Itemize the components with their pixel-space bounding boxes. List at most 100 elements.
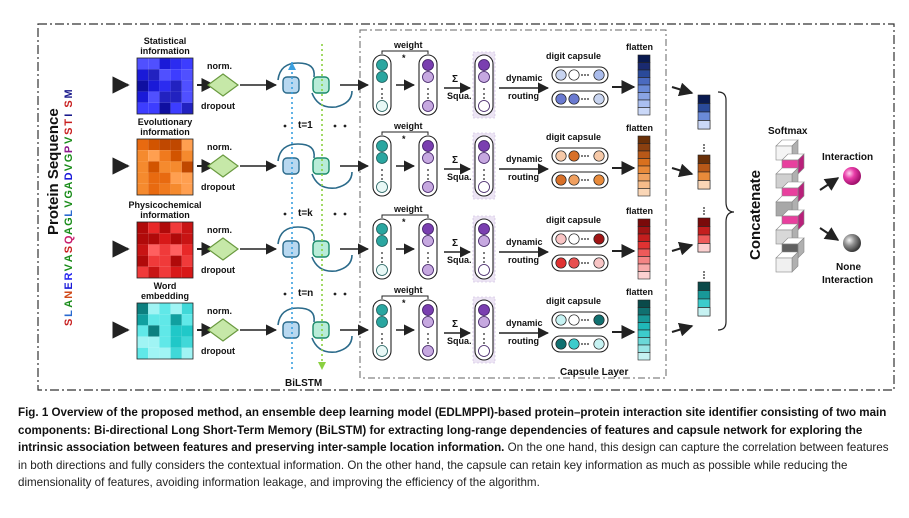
norm-dropout-diamond-icon: [206, 73, 240, 97]
concat-cell: [697, 180, 711, 190]
arrow-to-concat: [671, 241, 694, 256]
heatmap-cell: [137, 80, 149, 92]
flatten-vector: [637, 54, 651, 116]
concat-cell: [697, 290, 711, 300]
sequence-letter: L: [63, 210, 75, 217]
flatten-cell: [637, 84, 651, 93]
heatmap-cell: [137, 222, 149, 234]
heatmap-cell: [148, 255, 160, 267]
concat-gap-dot: [703, 274, 705, 276]
concat-gap-dot: [703, 144, 705, 146]
heatmap-cell: [137, 58, 149, 70]
time-label-k: t=k: [298, 208, 313, 219]
heatmap-cell: [181, 102, 193, 114]
squashed-capsule: [474, 54, 494, 116]
time-ellipsis: [283, 124, 347, 296]
softmax-cube: [775, 257, 793, 273]
heatmap-cell: [170, 139, 182, 151]
heatmap-cell: [148, 150, 160, 162]
heatmap-cell: [148, 58, 160, 70]
heatmap-cell: [170, 150, 182, 162]
concatenated-vector: [697, 94, 711, 317]
multiply-label: *: [402, 217, 406, 227]
concat-gap-dot: [703, 271, 705, 273]
heatmap-cell: [181, 80, 193, 92]
flatten-cell: [637, 329, 651, 338]
dynamic-label: dynamic: [506, 154, 543, 164]
heatmap-cell: [170, 183, 182, 195]
primary-capsule: [372, 218, 392, 280]
heatmap-cell: [170, 314, 182, 326]
sequence-letter: N: [63, 291, 75, 299]
feature-subtitle: information: [140, 46, 190, 56]
heatmap-cell: [159, 80, 171, 92]
flatten-cell: [637, 299, 651, 308]
heatmap-cell: [159, 183, 171, 195]
flatten-cell: [637, 226, 651, 235]
flatten-cell: [637, 107, 651, 116]
digit-capsule: [551, 171, 609, 189]
heatmap-cell: [137, 183, 149, 195]
dropout-label: dropout: [201, 182, 235, 192]
backward-loop: [311, 171, 353, 190]
dropout-label: dropout: [201, 265, 235, 275]
feature-subtitle: information: [140, 210, 190, 220]
flatten-label: flatten: [626, 42, 653, 52]
time-label-n: t=n: [298, 288, 313, 299]
heatmap-cell: [148, 69, 160, 81]
heatmap-cell: [181, 255, 193, 267]
flatten-cell: [637, 54, 651, 63]
sequence-letter: S: [63, 128, 75, 135]
dynamic-label: dynamic: [506, 318, 543, 328]
flatten-label: flatten: [626, 287, 653, 297]
squash-label: Squa.: [447, 336, 472, 346]
arrow-to-concat: [671, 82, 694, 97]
flatten-cell: [637, 271, 651, 280]
weight-label: weight: [393, 285, 423, 295]
heatmap-cell: [148, 336, 160, 348]
heatmap-cell: [181, 161, 193, 173]
heatmap-cell: [181, 303, 193, 315]
digit-capsule: [551, 230, 609, 248]
dynamic-label: dynamic: [506, 73, 543, 83]
forward-lstm-cell: [282, 76, 300, 94]
backward-loop: [311, 335, 353, 354]
heatmap-cell: [181, 58, 193, 70]
digit-capsule-label: digit capsule: [546, 51, 601, 61]
heatmap-cell: [181, 325, 193, 337]
heatmap-cell: [137, 244, 149, 256]
diagram-canvas: Capsule Layer Protein Sequence SLANERVAS…: [37, 23, 895, 391]
sequence-letter: M: [63, 89, 75, 98]
heatmap-cell: [137, 150, 149, 162]
flatten-cell: [637, 188, 651, 197]
flatten-cell: [637, 337, 651, 346]
sequence-letter: T: [63, 119, 75, 126]
flatten-cell: [637, 92, 651, 101]
feature-subtitle: information: [140, 127, 190, 137]
interaction-ball-icon: [843, 167, 861, 185]
routing-label: routing: [508, 172, 539, 182]
flatten-cell: [637, 150, 651, 159]
heatmap-cell: [181, 347, 193, 359]
outer-frame: [37, 23, 895, 391]
digit-capsule: [551, 254, 609, 272]
concat-cell: [697, 154, 711, 164]
arrow-to-none-interaction: [819, 227, 840, 241]
sequence-letter: S: [63, 100, 75, 107]
heatmap-cell: [148, 222, 160, 234]
heatmap-cell: [148, 314, 160, 326]
digit-capsule: [551, 335, 609, 353]
sequence-letter: P: [63, 146, 75, 153]
heatmap-cell: [159, 244, 171, 256]
heatmap-cell: [148, 325, 160, 337]
arrow-to-concat: [671, 322, 694, 337]
feature-title: Evolutionary: [138, 117, 193, 127]
none-label: None: [836, 262, 861, 273]
heatmap-cell: [159, 102, 171, 114]
feature-title: Word: [154, 281, 177, 291]
feature-row-3: Physicochemicalinformationnorm.dropoutwe…: [112, 200, 694, 283]
flatten-vector: [637, 218, 651, 280]
weight-bracket: [381, 131, 429, 135]
heatmap-cell: [137, 255, 149, 267]
